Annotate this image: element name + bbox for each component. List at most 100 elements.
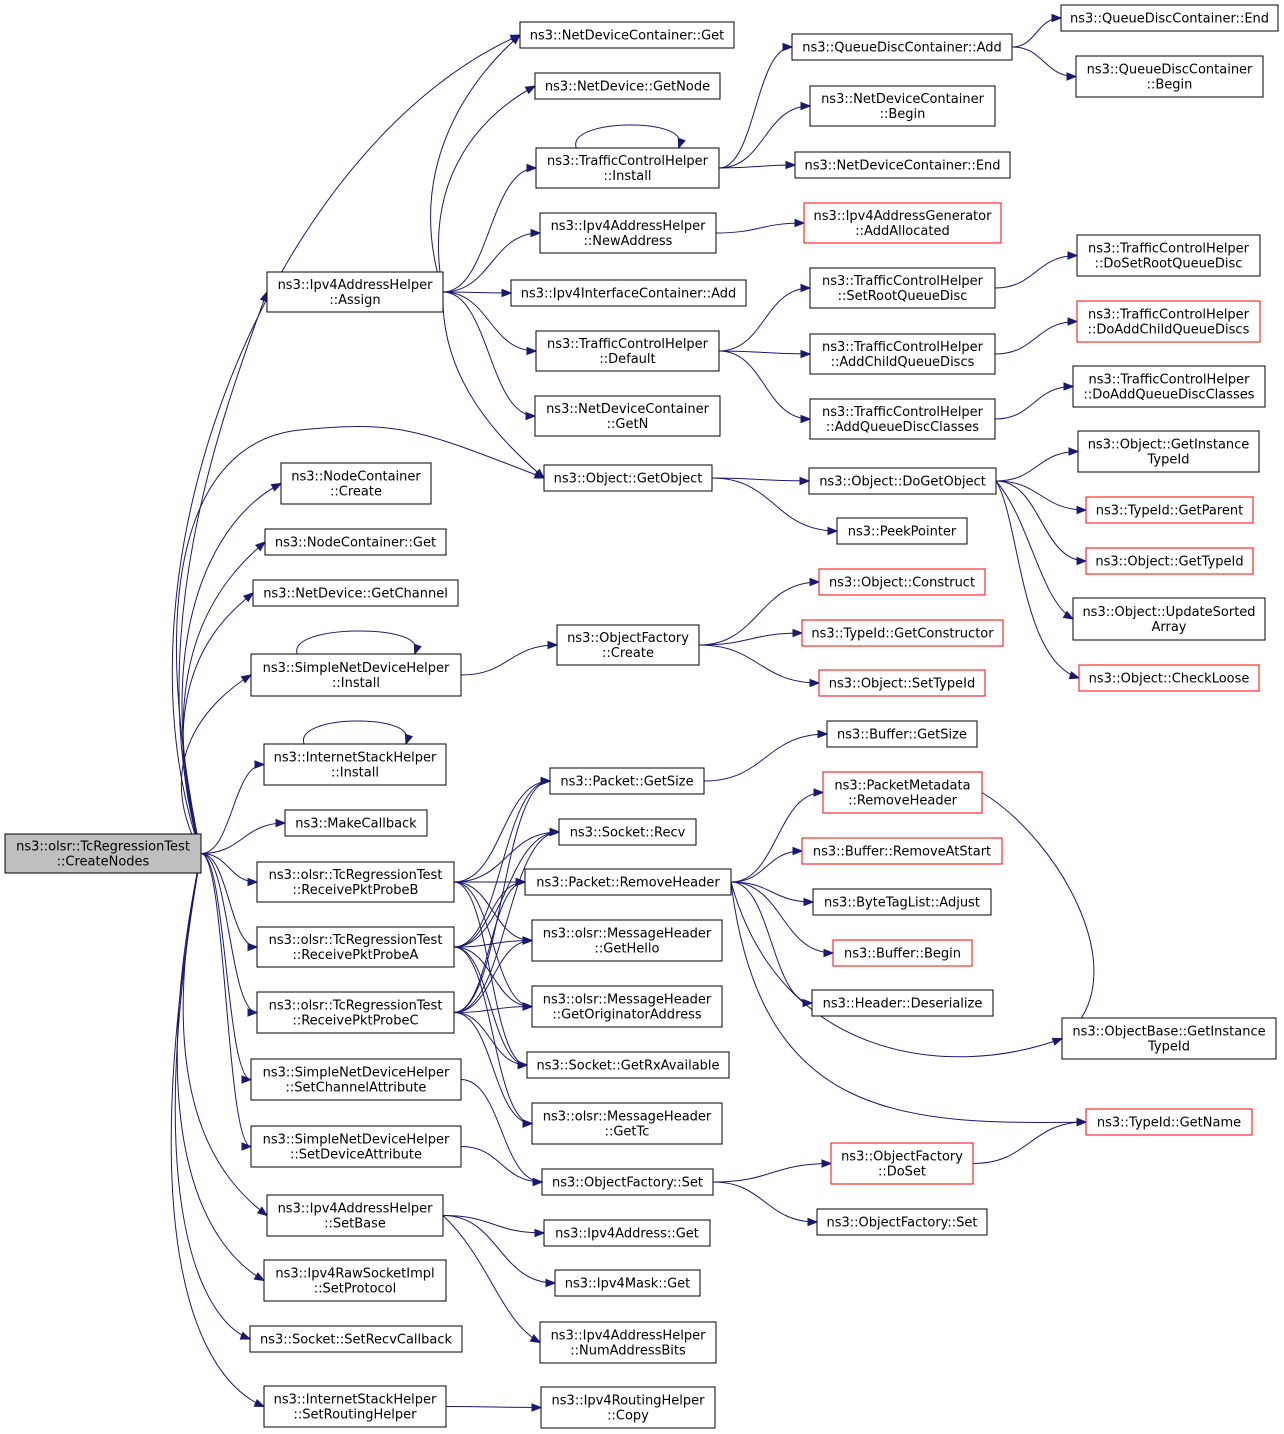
node-qdc_end[interactable]: ns3::QueueDiscContainer::End <box>1060 4 1279 32</box>
node-tid_getparent[interactable]: ns3::TypeId::GetParent <box>1085 496 1254 524</box>
node-peekpointer[interactable]: ns3::PeekPointer <box>836 517 968 545</box>
node-label: ::Assign <box>329 293 380 308</box>
node-sock_getrxavail[interactable]: ns3::Socket::GetRxAvailable <box>526 1051 730 1079</box>
node-of_set2[interactable]: ns3::ObjectFactory::Set <box>816 1208 988 1236</box>
node-obj_gettypeid[interactable]: ns3::Object::GetTypeId <box>1085 547 1254 575</box>
node-tch_doaddqdclasses[interactable]: ns3::TrafficControlHelper::DoAddQueueDis… <box>1072 365 1266 408</box>
node-nd_getchannel[interactable]: ns3::NetDevice::GetChannel <box>252 579 459 607</box>
node-label: ns3::olsr::MessageHeader <box>543 1110 712 1125</box>
node-obj_getobject[interactable]: ns3::Object::GetObject <box>543 464 713 492</box>
node-box <box>1085 1108 1253 1136</box>
edge-ipv4ah_assign-to-tch_default <box>442 291 537 352</box>
node-sndh_setchan[interactable]: ns3::SimpleNetDeviceHelper::SetChannelAt… <box>250 1058 462 1101</box>
node-label: ::GetN <box>607 417 649 432</box>
node-tch_dosetroot[interactable]: ns3::TrafficControlHelper::DoSetRootQueu… <box>1076 234 1261 277</box>
node-of_create[interactable]: ns3::ObjectFactory::Create <box>556 624 700 666</box>
node-tch_doaddchild[interactable]: ns3::TrafficControlHelper::DoAddChildQue… <box>1076 300 1261 343</box>
node-qdc_begin[interactable]: ns3::QueueDiscContainer::Begin <box>1075 55 1264 98</box>
node-nc_create[interactable]: ns3::NodeContainer::Create <box>280 462 432 505</box>
node-label: ns3::Ipv4Mask::Get <box>565 1277 691 1292</box>
node-ipv4ag_addalloc[interactable]: ns3::Ipv4AddressGenerator::AddAllocated <box>803 202 1002 244</box>
node-sock_recv[interactable]: ns3::Socket::Recv <box>558 818 697 846</box>
edge-rpc-to-pkt_removeheader <box>453 881 526 1013</box>
node-rpc[interactable]: ns3::olsr::TcRegressionTest::ReceivePktP… <box>256 991 455 1034</box>
node-ipv4ah_newaddr[interactable]: ns3::Ipv4AddressHelper::NewAddress <box>539 212 717 254</box>
node-ipv4ah_assign[interactable]: ns3::Ipv4AddressHelper::Assign <box>266 271 444 313</box>
node-pkt_getsize[interactable]: ns3::Packet::GetSize <box>549 767 705 795</box>
edge-of_create-to-obj_settypeid-arrowhead <box>809 678 821 688</box>
node-ipv4raw_setproto[interactable]: ns3::Ipv4RawSocketImpl::SetProtocol <box>263 1259 447 1302</box>
node-ndc_begin[interactable]: ns3::NetDeviceContainer::Begin <box>809 85 996 127</box>
node-ish_setrouting[interactable]: ns3::InternetStackHelper::SetRoutingHelp… <box>263 1385 447 1428</box>
node-mh_getorig[interactable]: ns3::olsr::MessageHeader::GetOriginatorA… <box>531 985 723 1028</box>
node-box <box>249 1325 463 1353</box>
node-of_doset[interactable]: ns3::ObjectFactory::DoSet <box>830 1142 974 1185</box>
node-sndh_setdev[interactable]: ns3::SimpleNetDeviceHelper::SetDeviceAtt… <box>250 1125 462 1168</box>
node-ndc_getn[interactable]: ns3::NetDeviceContainer::GetN <box>534 395 721 437</box>
edge-obj_dogetobject-to-obj_checkloose-arrowhead <box>1068 671 1081 680</box>
node-nd_getnode[interactable]: ns3::NetDevice::GetNode <box>534 72 721 100</box>
node-tch_install[interactable]: ns3::TrafficControlHelper::Install <box>535 147 720 189</box>
edge-of_create-to-obj_construct-arrowhead <box>809 577 821 587</box>
node-ipv4mask_get[interactable]: ns3::Ipv4Mask::Get <box>554 1269 701 1297</box>
node-buf_removeatstart[interactable]: ns3::Buffer::RemoveAtStart <box>801 837 1003 865</box>
node-mh_gettc[interactable]: ns3::olsr::MessageHeader::GetTc <box>531 1102 723 1145</box>
node-ipv4ah_setbase[interactable]: ns3::Ipv4AddressHelper::SetBase <box>266 1194 444 1237</box>
edge-ish_setrouting-to-ipv4rh_copy <box>445 1406 542 1408</box>
node-box <box>250 1058 462 1101</box>
node-obj_construct[interactable]: ns3::Object::Construct <box>818 568 986 596</box>
node-mh_gethello[interactable]: ns3::olsr::MessageHeader::GetHello <box>531 919 723 962</box>
node-ipv4rh_copy[interactable]: ns3::Ipv4RoutingHelper::Copy <box>540 1386 716 1429</box>
node-ish_install[interactable]: ns3::InternetStackHelper::Install <box>263 743 447 786</box>
node-sock_setrecvcb[interactable]: ns3::Socket::SetRecvCallback <box>249 1325 463 1353</box>
node-ipv4addr_get[interactable]: ns3::Ipv4Address::Get <box>543 1219 711 1247</box>
call-edges <box>170 13 1095 1412</box>
node-sndh_install[interactable]: ns3::SimpleNetDeviceHelper::Install <box>250 653 462 697</box>
node-rpa[interactable]: ns3::olsr::TcRegressionTest::ReceivePktP… <box>256 926 455 968</box>
node-label: ::NumAddressBits <box>570 1344 686 1359</box>
node-rpb[interactable]: ns3::olsr::TcRegressionTest::ReceivePktP… <box>256 861 455 903</box>
edge-tch_default-to-tch_addchild <box>718 350 811 355</box>
edge-pkt_removeheader-to-buf_removeatstart-arrowhead <box>792 846 804 856</box>
node-label: ::Install <box>332 676 380 691</box>
node-hdr_deserialize[interactable]: ns3::Header::Deserialize <box>811 989 994 1017</box>
node-root[interactable]: ns3::olsr::TcRegressionTest::CreateNodes <box>4 833 202 874</box>
node-obj_settypeid[interactable]: ns3::Object::SetTypeId <box>818 669 986 697</box>
node-nc_get[interactable]: ns3::NodeContainer::Get <box>264 528 447 556</box>
edge-root-to-sndh_setdev-arrowhead <box>241 1142 253 1151</box>
node-tch_addchild[interactable]: ns3::TrafficControlHelper::AddChildQueue… <box>809 333 996 375</box>
node-label: ns3::Packet::GetSize <box>560 775 693 790</box>
node-obj_checkloose[interactable]: ns3::Object::CheckLoose <box>1078 664 1260 692</box>
node-box <box>519 21 735 49</box>
node-ndc_end[interactable]: ns3::NetDeviceContainer::End <box>794 151 1011 179</box>
edge-qdc_add-to-qdc_end-arrowhead <box>1051 13 1063 23</box>
node-pm_removeheader[interactable]: ns3::PacketMetadata::RemoveHeader <box>822 771 983 814</box>
node-qdc_add[interactable]: ns3::QueueDiscContainer::Add <box>791 33 1013 61</box>
node-buf_getsize[interactable]: ns3::Buffer::GetSize <box>826 720 978 748</box>
edge-rpc-to-sock_recv <box>453 831 560 1013</box>
node-pkt_removeheader[interactable]: ns3::Packet::RemoveHeader <box>524 868 732 896</box>
edge-ipv4ah_newaddr-to-ipv4ag_addalloc-arrowhead <box>794 218 806 228</box>
node-makecallback[interactable]: ns3::MakeCallback <box>284 809 428 837</box>
edge-pkt_getsize-to-buf_getsize-arrowhead <box>817 729 829 739</box>
node-label: ns3::NetDeviceContainer <box>821 92 985 107</box>
node-btl_adjust[interactable]: ns3::ByteTagList::Adjust <box>812 888 992 916</box>
node-label: ns3::Ipv4AddressHelper <box>278 278 434 293</box>
node-tid_getname[interactable]: ns3::TypeId::GetName <box>1085 1108 1253 1136</box>
node-ipv4ah_numbits[interactable]: ns3::Ipv4AddressHelper::NumAddressBits <box>539 1321 717 1364</box>
node-box <box>266 1194 444 1237</box>
node-buf_begin[interactable]: ns3::Buffer::Begin <box>832 939 973 967</box>
node-tch_default[interactable]: ns3::TrafficControlHelper::Default <box>535 330 720 372</box>
node-box <box>794 151 1011 179</box>
node-tch_addqdclasses[interactable]: ns3::TrafficControlHelper::AddQueueDiscC… <box>809 398 996 440</box>
node-tid_getctor[interactable]: ns3::TypeId::GetConstructor <box>801 619 1004 647</box>
node-tch_setroot[interactable]: ns3::TrafficControlHelper::SetRootQueueD… <box>809 267 996 309</box>
node-ndc_get[interactable]: ns3::NetDeviceContainer::Get <box>519 21 735 49</box>
edge-root-to-ish_install-arrowhead <box>254 760 266 769</box>
node-ipv4ic_add[interactable]: ns3::Ipv4InterfaceContainer::Add <box>510 279 747 307</box>
node-of_set[interactable]: ns3::ObjectFactory::Set <box>541 1168 714 1196</box>
node-obj_dogetobject[interactable]: ns3::Object::DoGetObject <box>808 467 997 495</box>
